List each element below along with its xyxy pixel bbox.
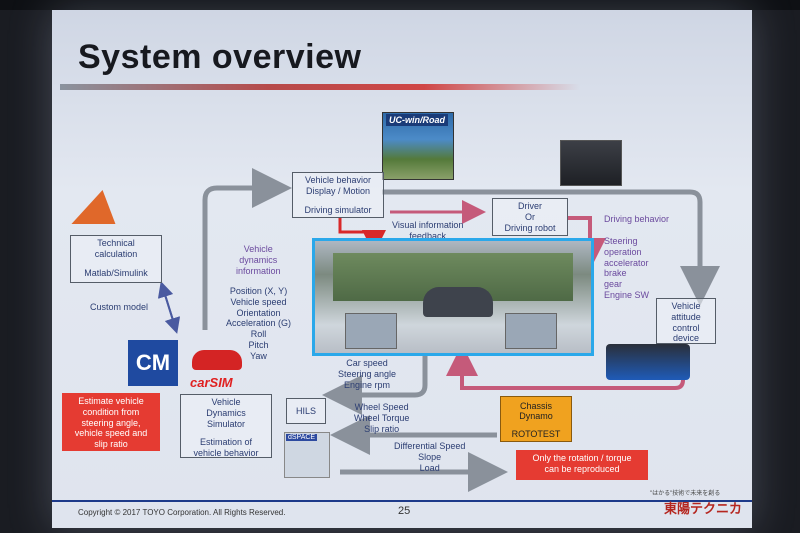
input-gear: gear <box>604 279 623 290</box>
carsim-logo: carSIM <box>190 375 233 390</box>
vds-line3: Simulator <box>206 418 245 429</box>
dyn-roll: Roll <box>250 329 267 340</box>
display-bezel <box>0 0 800 10</box>
vds-line1: Vehicle <box>211 397 241 407</box>
estimate-line5: slip ratio <box>94 439 128 450</box>
estimate-line2: condition from <box>82 406 140 417</box>
vdi-line1: Vehicle <box>243 244 273 254</box>
vehicle-behavior-line2: Display / Motion <box>305 185 371 196</box>
slide-title: System overview <box>78 38 362 76</box>
tech-calc-line2: calculation <box>94 248 138 259</box>
dyn-position: Position (X, Y) <box>229 286 288 296</box>
input-steering: Steering <box>604 236 638 246</box>
vds-line2: Dynamics <box>206 407 246 418</box>
visual-feedback-label: Visual information feedback <box>392 220 463 242</box>
matlab-icon <box>71 190 125 224</box>
estimate-line1: Estimate vehicle <box>78 396 144 406</box>
company-logo: 東陽テクニカ <box>664 501 743 516</box>
visual-feedback-line1: Visual information <box>392 220 464 230</box>
vehicle-dynamics-info-label: Vehicle dynamics information <box>236 244 281 276</box>
driver-line1: Driver <box>518 201 542 211</box>
input-accelerator: accelerator <box>604 257 649 268</box>
simulator-scene-image <box>312 238 594 356</box>
estimate-line4: vehicle speed and <box>74 428 148 439</box>
tech-calc-line1: Technical <box>97 238 135 248</box>
estimate-note: Estimate vehicle condition from steering… <box>62 393 160 451</box>
diff-slope: Slope <box>418 451 442 462</box>
chassis-line2: Dynamo <box>519 411 553 421</box>
driver-line3: Driving robot <box>504 222 556 233</box>
driver-box: Driver Or Driving robot <box>492 198 568 236</box>
vdi-line3: information <box>236 265 281 276</box>
dyn-pitch: Pitch <box>248 339 269 350</box>
vds-line5: vehicle behavior <box>193 448 259 459</box>
vehicle-behavior-line1: Vehicle behavior <box>304 175 372 185</box>
technical-calculation-box: Technical calculation Matlab/Simulink <box>70 235 162 283</box>
dyn-yaw: Yaw <box>250 350 267 361</box>
slide-footer <box>52 500 752 526</box>
dynamics-list: Position (X, Y) Vehicle speed Orientatio… <box>226 286 291 362</box>
custom-model-label: Custom model <box>90 302 149 312</box>
vehicle-attitude-box: Vehicle attitude control device <box>656 298 716 344</box>
carsim-car-icon <box>192 350 242 370</box>
hils-box: HILS <box>286 398 326 424</box>
tech-calc-line3: Matlab/Simulink <box>84 267 148 278</box>
attitude-line2: attitude <box>671 311 701 322</box>
vehicle-behavior-box: Vehicle behavior Display / Motion Drivin… <box>292 172 384 218</box>
estimate-line3: steering angle, <box>81 417 141 428</box>
rotation-note: Only the rotation / torque can be reprod… <box>516 450 648 480</box>
chassis-line3: ROTOTEST <box>511 429 561 439</box>
input-operation: operation <box>604 246 642 257</box>
steering-angle: Steering angle <box>338 368 397 379</box>
attitude-line3: control <box>672 322 700 333</box>
input-brake: brake <box>604 268 627 279</box>
rotation-line1: Only the rotation / torque <box>532 453 632 463</box>
wheel-labels: Wheel Speed Wheel Torque Slip ratio <box>354 402 409 434</box>
title-underline <box>60 84 580 90</box>
dspace-logo: dSPACE <box>286 434 318 441</box>
wheel-speed: Wheel Speed <box>354 402 409 412</box>
engine-rpm: Engine rpm <box>344 379 391 390</box>
right-dynamo <box>505 313 557 349</box>
attitude-line1: Vehicle <box>671 301 701 311</box>
vds-line4: Estimation of <box>199 437 253 448</box>
input-engine-sw: Engine SW <box>604 289 650 300</box>
slip-ratio: Slip ratio <box>364 423 400 434</box>
car-mockup <box>423 287 493 317</box>
driving-inputs-list: Steering operation accelerator brake gea… <box>604 236 649 301</box>
vdi-line2: dynamics <box>239 254 278 265</box>
copyright-text: Copyright © 2017 TOYO Corporation. All R… <box>78 508 286 517</box>
chassis-dynamo-box: Chassis Dynamo ROTOTEST <box>500 396 572 442</box>
driving-robot-image <box>560 140 622 186</box>
driving-behavior-label: Driving behavior <box>604 214 670 224</box>
vehicle-dynamics-simulator-box: Vehicle Dynamics Simulator Estimation of… <box>180 394 272 458</box>
ucwin-road-logo: UC-win/Road <box>386 114 448 126</box>
wheel-torque: Wheel Torque <box>354 412 410 423</box>
carmaker-logo: CM <box>128 340 178 386</box>
car-speed: Car speed <box>346 358 388 368</box>
diff-speed: Differential Speed <box>394 441 466 451</box>
motion-platform-image <box>606 344 690 380</box>
visual-feedback-line2: feedback <box>409 230 446 241</box>
attitude-line4: device <box>672 333 699 344</box>
differential-labels: Differential Speed Slope Load <box>394 441 465 473</box>
dyn-speed: Vehicle speed <box>230 296 287 307</box>
left-dynamo <box>345 313 397 349</box>
driver-line2: Or <box>525 211 535 222</box>
dyn-acceleration: Acceleration (G) <box>226 318 292 329</box>
dyn-orientation: Orientation <box>236 307 281 318</box>
car-speed-labels: Car speed Steering angle Engine rpm <box>338 358 396 390</box>
chassis-line1: Chassis <box>519 401 552 411</box>
rotation-line2: can be reproduced <box>544 463 620 474</box>
page-number: 25 <box>398 505 411 517</box>
diff-load: Load <box>419 462 440 473</box>
vehicle-behavior-line3: Driving simulator <box>304 204 372 215</box>
company-tagline: "はかる"技術で未来を創る <box>650 491 721 497</box>
